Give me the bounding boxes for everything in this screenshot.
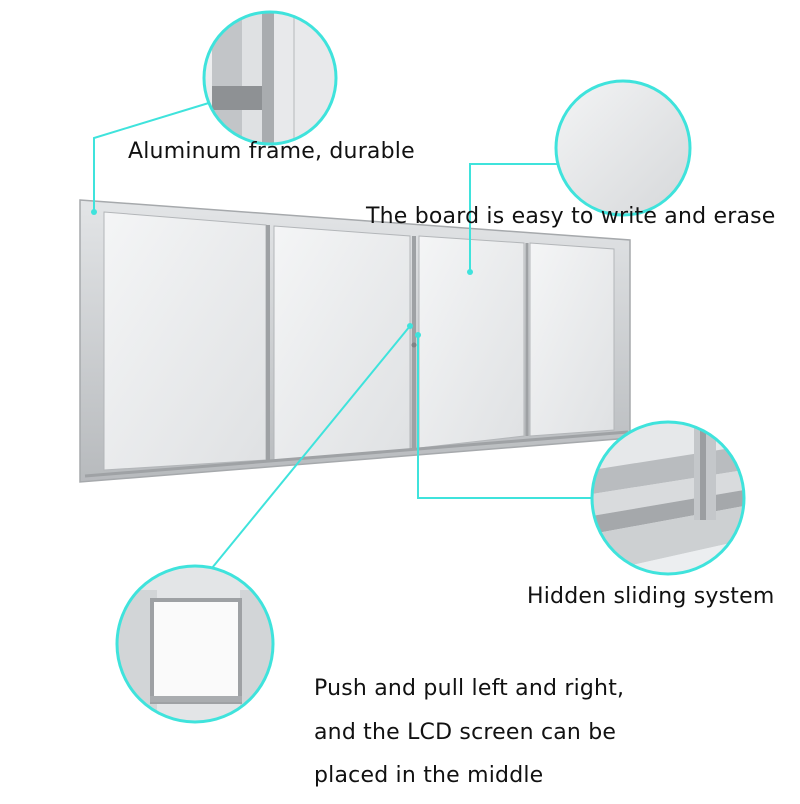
board-panel-4: [529, 242, 615, 437]
sliding-callout-line: [417, 335, 598, 499]
board-panel-1: [103, 211, 267, 471]
board-panel-2: [273, 225, 411, 461]
lcd-callout-line: [211, 325, 411, 569]
surface-detail-zoom: [554, 79, 692, 217]
board-panel-3: [418, 235, 525, 449]
board-handle: [411, 342, 417, 348]
frame-callout-line: [93, 101, 213, 212]
frame-callout-label: Aluminum frame, durable: [128, 139, 415, 164]
rail-detail-zoom: [590, 420, 746, 576]
write-callout-label: The board is easy to write and erase: [366, 204, 776, 229]
lcd-callout-label-line1: Push and pull left and right,: [314, 676, 625, 701]
frame-detail-zoom: [202, 10, 338, 146]
lcd-callout-label-line2: and the LCD screen can be: [314, 720, 617, 745]
write-callout-line: [469, 163, 560, 272]
callout-dots: [91, 209, 473, 338]
sliding-callout-label: Hidden sliding system: [527, 584, 775, 609]
bottom-rail: [84, 430, 629, 478]
callout-lines: [93, 101, 598, 569]
whiteboard: [79, 199, 631, 483]
lcd-callout-label-line3: placed in the middle: [314, 763, 544, 788]
lcd-detail-zoom: [115, 564, 275, 724]
